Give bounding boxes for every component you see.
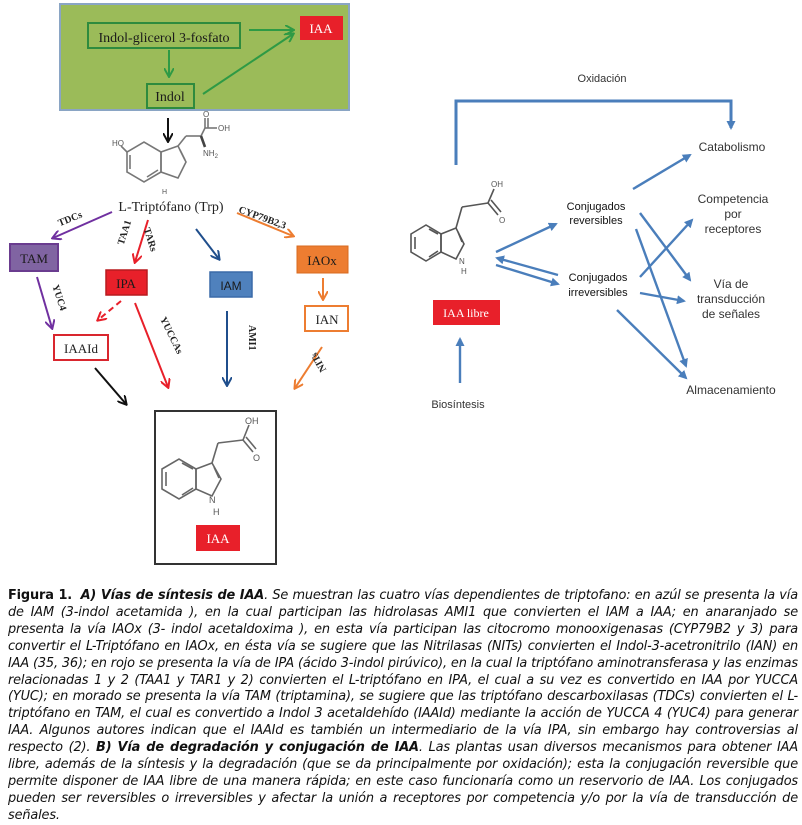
enzyme-yuccas: YUCCAs (157, 315, 184, 356)
label-ipa: IPA (116, 276, 136, 291)
arrow-trp-to-iaox (236, 212, 293, 236)
arrow-ian-to-iaa (295, 346, 323, 388)
trp-structure (120, 118, 217, 183)
label-iaa-top: IAA (309, 21, 333, 36)
trp-h: H (162, 189, 167, 196)
enzyme-tars: TARs (141, 227, 159, 254)
iaa-free-structure (410, 188, 502, 262)
arrow-trp-to-ipa (135, 219, 149, 262)
trp-ho: HO (112, 139, 124, 148)
node-iaa-top (300, 16, 343, 40)
iaa-libre-badge (433, 300, 500, 325)
iaa-pathway-figure: Indol-glicerol 3-fosfato Indol IAA HO O (9, 3, 776, 565)
label-competencia-1: Competencia (698, 192, 769, 206)
trp-nh2: NH2 (203, 149, 219, 160)
arrow-irreversible-to-iaa (495, 255, 559, 277)
node-iaox (296, 245, 349, 274)
label-competencia-2: por (724, 207, 741, 221)
arrow-trp-to-iam (195, 228, 219, 259)
arrow-iaald-to-iaa (94, 367, 126, 404)
caption-title-b: B) Vía de degradación y conjugación de I… (96, 740, 419, 756)
arrow-oxidation (454, 99, 736, 165)
figure-label: Figura 1. (8, 588, 73, 603)
iaa-o: O (253, 453, 260, 463)
caption-text-a: . Se muestran las cuatro vías dependient… (8, 588, 798, 756)
trp-o: O (203, 110, 209, 119)
label-ian: IAN (315, 312, 339, 327)
enzyme-taa1: TAA1 (116, 219, 134, 247)
iaa-structure (161, 424, 257, 500)
iaa-libre-label: IAA libre (443, 306, 489, 320)
arrow-iaa-to-irreversible (495, 263, 560, 287)
label-conj-rev-1: Conjugados (567, 201, 626, 213)
trp-oh: OH (218, 124, 230, 133)
label-competencia-3: receptores (705, 222, 762, 236)
arrow-rev-to-catabolism (632, 153, 692, 191)
iaa-h: H (213, 507, 220, 517)
iaa-n: N (209, 495, 216, 505)
iaa-product-label: IAA (206, 531, 230, 546)
caption-text-b: . Las plantas usan diversos mecanismos p… (8, 740, 798, 823)
trp-label: L-Triptófano (Trp) (118, 200, 223, 215)
node-ipa (105, 269, 148, 296)
arrow-irr-to-storage (616, 309, 688, 380)
panel-b-degradation: Oxidación OH O N H IAA libre Biosíntesis (410, 73, 776, 411)
iaa-free-h: H (461, 267, 467, 276)
label-conj-irr-1: Conjugados (569, 272, 628, 284)
label-iaox: IAOx (307, 253, 337, 268)
label-almacenamiento: Almacenamiento (686, 383, 776, 397)
label-tam: TAM (20, 251, 48, 266)
node-iam (209, 271, 253, 298)
enzyme-cyp79b2: CYP79B2,3 (237, 204, 287, 231)
node-iaald (53, 334, 109, 361)
node-tam (9, 243, 59, 272)
node-indol (146, 83, 195, 109)
iaa-oh: OH (245, 416, 259, 426)
arrow-indol-to-iaa (202, 34, 293, 95)
iaa-free-n: N (459, 257, 465, 266)
label-iam: IAM (220, 279, 241, 293)
arrow-iaa-to-reversible (495, 222, 558, 254)
label-via-3: de señales (702, 307, 760, 321)
node-indol-glicerol (87, 22, 241, 49)
label-via-2: transducción (697, 292, 765, 306)
enzyme-yuc4: YUC4 (49, 283, 68, 312)
label-biosintesis: Biosíntesis (431, 399, 485, 411)
iaa-product-badge (196, 525, 240, 551)
label-conj-rev-2: reversibles (569, 215, 623, 227)
label-via-1: Vía de (714, 277, 749, 291)
node-ian (304, 305, 349, 332)
label-iaald: IAAId (64, 341, 98, 356)
arrow-trp-to-tam (53, 211, 113, 238)
label-indol-glicerol: Indol-glicerol 3-fosfato (98, 31, 229, 46)
arrow-rev-to-signal (639, 212, 692, 282)
label-catabolismo: Catabolismo (699, 140, 766, 154)
panel-a-synthesis: Indol-glicerol 3-fosfato Indol IAA HO O (9, 3, 350, 565)
arrow-irr-to-signal (639, 291, 686, 305)
iaa-free-o: O (499, 216, 505, 225)
label-conj-irr-2: irreversibles (568, 287, 628, 299)
label-indol: Indol (155, 90, 185, 105)
figure-caption: Figura 1. A) Vías de síntesis de IAA. Se… (8, 588, 798, 825)
label-oxidacion: Oxidación (578, 73, 627, 85)
arrow-irr-to-competition (639, 218, 694, 278)
arrow-ipa-to-iaald (98, 300, 122, 320)
arrow-tam-to-iaald (36, 276, 52, 328)
iaa-free-oh: OH (491, 180, 503, 189)
enzyme-nits: NITs (309, 350, 329, 374)
caption-title-a: A) Vías de síntesis de IAA (80, 588, 265, 603)
enzyme-ami1: AMI1 (246, 325, 257, 351)
arrow-ipa-to-iaa (134, 302, 168, 387)
